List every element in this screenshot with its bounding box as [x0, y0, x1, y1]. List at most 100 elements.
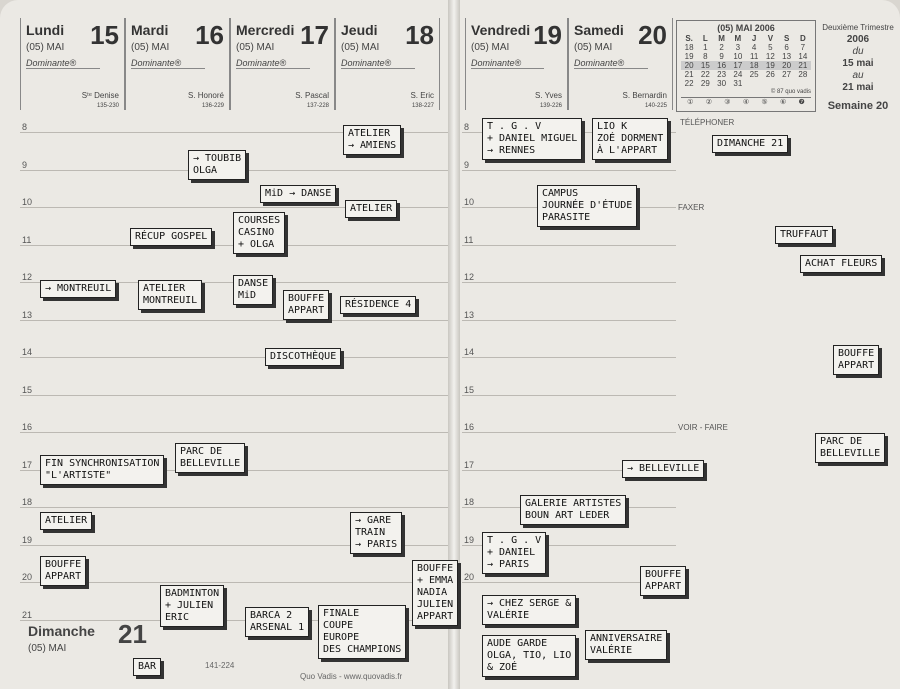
note-line: APPART	[645, 581, 682, 592]
calendar-cell: 30	[717, 79, 727, 88]
hour-number: 15	[464, 384, 475, 395]
handwritten-note: → BELLEVILLE	[622, 460, 705, 478]
hour-number: 10	[22, 197, 33, 207]
note-line: ATELIER	[348, 128, 391, 139]
note-line: MONTREUIL	[143, 295, 198, 306]
calendar-cell: 11	[749, 52, 759, 61]
day-code: 138-227	[411, 103, 434, 109]
note-line: ERIC	[165, 612, 190, 623]
note-line: PARC DE	[180, 446, 223, 457]
calendar-cell: 7	[800, 43, 806, 52]
note-line: BELLEVILLE	[820, 448, 881, 459]
calendar-cell	[762, 79, 778, 88]
hour-number: 8	[22, 122, 28, 132]
note-line: FIN SYNCHRONISATION	[45, 458, 160, 469]
week-number: 20	[876, 100, 889, 112]
note-line: RÉCUP GOSPEL	[135, 231, 208, 242]
handwritten-note: T . G . V+ DANIEL MIGUEL→ RENNES	[482, 118, 583, 160]
note-line: OLGA, TIO, LIO	[487, 650, 572, 661]
hour-line	[20, 619, 448, 621]
calendar-cell: 9	[719, 52, 724, 61]
moon-phase-icon: ③	[724, 99, 731, 106]
calendar-cell: 24	[733, 70, 743, 79]
day-name: Vendredi	[471, 22, 531, 38]
hour-line	[462, 244, 676, 246]
calendar-cell: 18	[749, 61, 759, 70]
note-line: ARSENAL 1	[250, 622, 305, 633]
calendar-cell: 21	[684, 70, 694, 79]
note-line: VALÉRIE	[487, 610, 530, 621]
note-line: → GARE	[355, 515, 392, 526]
note-line: ZOÉ DORMENT	[597, 133, 664, 144]
calendar-cell: 29	[700, 79, 710, 88]
calendar-cell: 15	[700, 61, 710, 70]
hour-number: 13	[22, 309, 33, 320]
moon-phase-icon: ④	[742, 99, 750, 106]
note-line: → AMIENS	[348, 140, 397, 151]
calendar-cell: 27	[782, 70, 792, 79]
hour-number: 12	[464, 272, 475, 282]
note-line: ANNIVERSAIRE	[590, 633, 663, 644]
hour-line	[462, 394, 676, 396]
day-month: (05) MAI	[341, 42, 380, 53]
hour-number: 16	[22, 422, 33, 432]
handwritten-note: TRUFFAUT	[775, 226, 834, 244]
calendar-cell: 31	[733, 79, 743, 88]
note-line: → CHEZ SERGE &	[487, 598, 572, 609]
note-line: VALÉRIE	[590, 645, 633, 656]
handwritten-note: ATELIER	[40, 512, 93, 530]
au-label: au	[852, 70, 864, 81]
to-date: 21 mai	[842, 82, 874, 93]
handwritten-note: DISCOTHÈQUE	[265, 348, 342, 366]
sunday-number: 21	[118, 619, 147, 649]
hour-number: 14	[464, 347, 475, 357]
saint-name: S. Honoré	[187, 91, 224, 100]
hour-line	[462, 282, 676, 283]
hour-number: 15	[22, 384, 33, 395]
note-line: + OLGA	[238, 239, 275, 250]
moon-phase-icon: ❼	[798, 99, 805, 106]
note-line: JULIEN	[417, 599, 454, 610]
note-line: DISCOTHÈQUE	[270, 351, 337, 362]
handwritten-note: T . G . V+ DANIEL→ PARIS	[482, 532, 547, 574]
year: 2006	[846, 34, 870, 45]
binding-spine	[448, 0, 460, 689]
note-line: BADMINTON	[165, 588, 220, 599]
note-line: CAMPUS	[542, 188, 579, 199]
handwritten-note: RÉSIDENCE 4	[340, 296, 417, 314]
calendar-cell: 26	[765, 70, 775, 79]
calendar-cell: 5	[768, 43, 773, 52]
hour-number: 17	[464, 459, 475, 470]
calendar-cell: 6	[784, 43, 789, 52]
hour-line	[20, 207, 448, 208]
calendar-cell: 17	[733, 61, 743, 70]
note-line: BOUFFE	[417, 563, 454, 574]
note-line: CASINO	[238, 227, 275, 238]
note-line: BOUFFE	[838, 348, 875, 359]
note-line: + EMMA	[417, 575, 454, 586]
calendar-cell: 13	[782, 52, 792, 61]
page-code: 141-224	[205, 661, 235, 670]
hour-line	[20, 132, 448, 133]
note-line: + DANIEL MIGUEL	[487, 133, 578, 144]
calendar-cell: 3	[735, 43, 741, 52]
calendar-header: L	[702, 34, 708, 43]
calendar-cell: 19	[765, 61, 775, 70]
calendar-cell: 28	[798, 70, 808, 79]
note-line: ATELIER	[45, 515, 88, 526]
calendar-cell: 20	[684, 61, 694, 70]
calendar-cell: 16	[717, 61, 727, 70]
day-name: Samedi	[574, 22, 624, 38]
calendar-cell: 1	[703, 43, 708, 52]
day-number: 16	[195, 20, 224, 50]
handwritten-note: MiD → DANSE	[260, 185, 337, 203]
hour-line	[20, 582, 448, 583]
note-line: BOUN ART LEDER	[525, 510, 610, 521]
